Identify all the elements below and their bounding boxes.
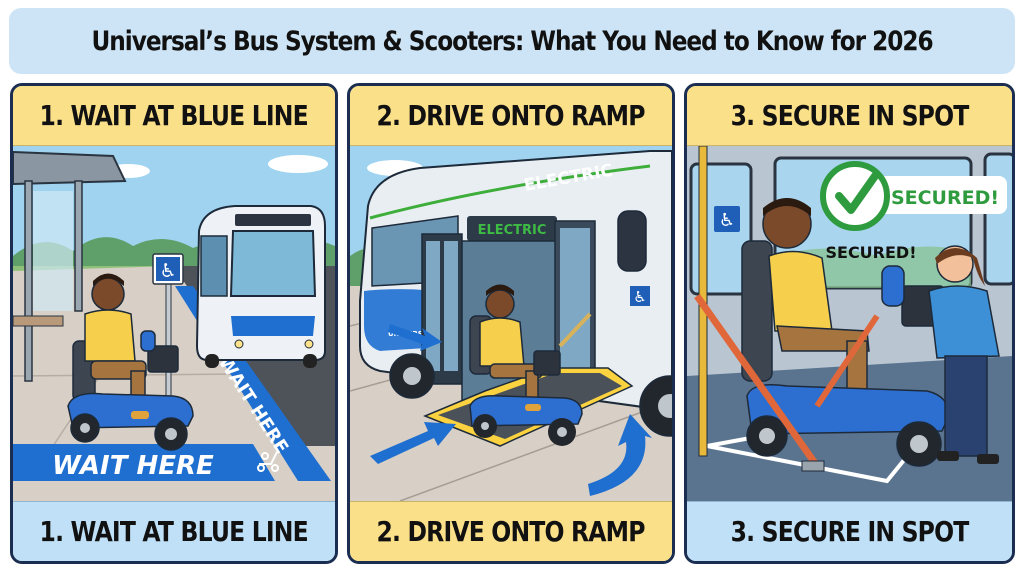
panel-2-top-bar: 2. DRIVE ONTO RAMP	[350, 86, 672, 146]
svg-text:♿: ♿	[159, 261, 176, 282]
panel-1-bottom-label: 1. WAIT AT BLUE LINE	[39, 515, 309, 548]
panel-3-top-label: 3. SECURE IN SPOT	[730, 99, 970, 132]
header-banner: Universal’s Bus System & Scooters: What …	[9, 8, 1015, 74]
panel-step-1: 1. WAIT AT BLUE LINE WAIT HERE WAIT HERE	[10, 83, 338, 564]
electric-bus-illustration: UNIVERSAL ELECTRIC ELECTRIC ♿	[359, 150, 672, 437]
secured-badge: SECURED!	[820, 161, 1007, 231]
ground-text-wait-here: WAIT HERE	[52, 451, 214, 481]
panel-step-3: 3. SECURE IN SPOT ♿ SECURED!	[684, 83, 1015, 564]
panel-2-bottom-bar: 2. DRIVE ONTO RAMP	[350, 501, 672, 561]
scooter-icon	[257, 451, 279, 472]
panel-3-top-bar: 3. SECURE IN SPOT	[687, 86, 1012, 146]
panel-3-bottom-bar: 3. SECURE IN SPOT	[687, 501, 1012, 561]
panel-2-top-label: 2. DRIVE ONTO RAMP	[376, 99, 646, 132]
bus-sign-electric: ELECTRIC	[478, 223, 547, 238]
panel-1-illustration: WAIT HERE WAIT HERE ♿	[13, 146, 335, 501]
panel-2-illustration: UNIVERSAL ELECTRIC ELECTRIC ♿	[350, 146, 672, 501]
svg-text:♿: ♿	[633, 289, 646, 306]
scooter-rider-illustration	[469, 284, 592, 446]
scooter-rider-illustration	[67, 273, 194, 451]
panel-step-2: 2. DRIVE ONTO RAMP UNIVERSAL EL	[347, 83, 675, 564]
tie-down-straps	[694, 293, 880, 472]
panel-3-illustration: ♿ SECURED! SECURED!	[687, 146, 1012, 501]
accessibility-sign-icon	[630, 286, 650, 306]
secured-caption: SECURED!	[825, 243, 916, 262]
svg-text:♿: ♿	[719, 210, 735, 230]
scooter-rider-illustration	[741, 198, 950, 467]
arrow-icon	[370, 422, 456, 464]
panel-1-top-bar: 1. WAIT AT BLUE LINE	[13, 86, 335, 146]
arrow-icon	[588, 414, 652, 496]
panel-1-top-label: 1. WAIT AT BLUE LINE	[39, 99, 309, 132]
driver-illustration	[928, 245, 1000, 464]
bus-illustration	[195, 205, 326, 368]
panel-2-bottom-label: 2. DRIVE ONTO RAMP	[376, 515, 646, 548]
page-title: Universal’s Bus System & Scooters: What …	[91, 25, 933, 57]
accessibility-sign-icon	[714, 206, 740, 232]
arrow-icon	[388, 324, 442, 351]
secured-badge-text: SECURED!	[891, 187, 999, 209]
panel-1-bottom-bar: 1. WAIT AT BLUE LINE	[13, 501, 335, 561]
panel-3-bottom-label: 3. SECURE IN SPOT	[730, 515, 970, 548]
